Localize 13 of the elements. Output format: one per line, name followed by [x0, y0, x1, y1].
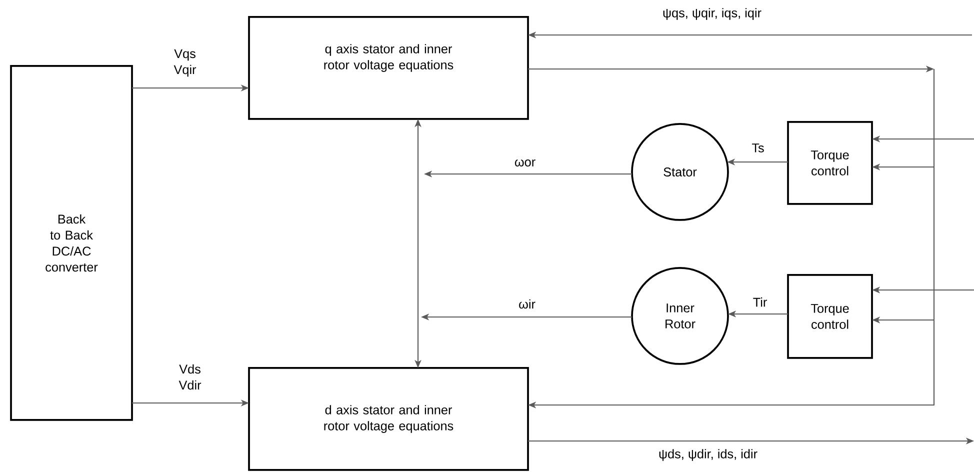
process-box: Torque control: [787, 121, 873, 205]
edge-label: Ts: [750, 142, 766, 154]
edge-label: ψds, ψdir, ids, idir: [657, 448, 759, 462]
edge-label: Vds Vdir: [172, 363, 208, 391]
edge-label: ωir: [517, 298, 537, 310]
process-box: d axis stator and inner rotor voltage equations: [248, 367, 529, 471]
edge-label: ψqs, ψqir, iqs, iqir: [661, 6, 763, 22]
process-box: Back to Back DC/AC converter: [10, 65, 133, 421]
edge-label: Tir: [752, 296, 768, 308]
process-box: Torque control: [787, 274, 873, 359]
edge-label: ωor: [513, 158, 537, 168]
process-box: q axis stator and inner rotor voltage equations: [248, 16, 529, 120]
edge-label: Vqs Vqir: [166, 48, 204, 78]
